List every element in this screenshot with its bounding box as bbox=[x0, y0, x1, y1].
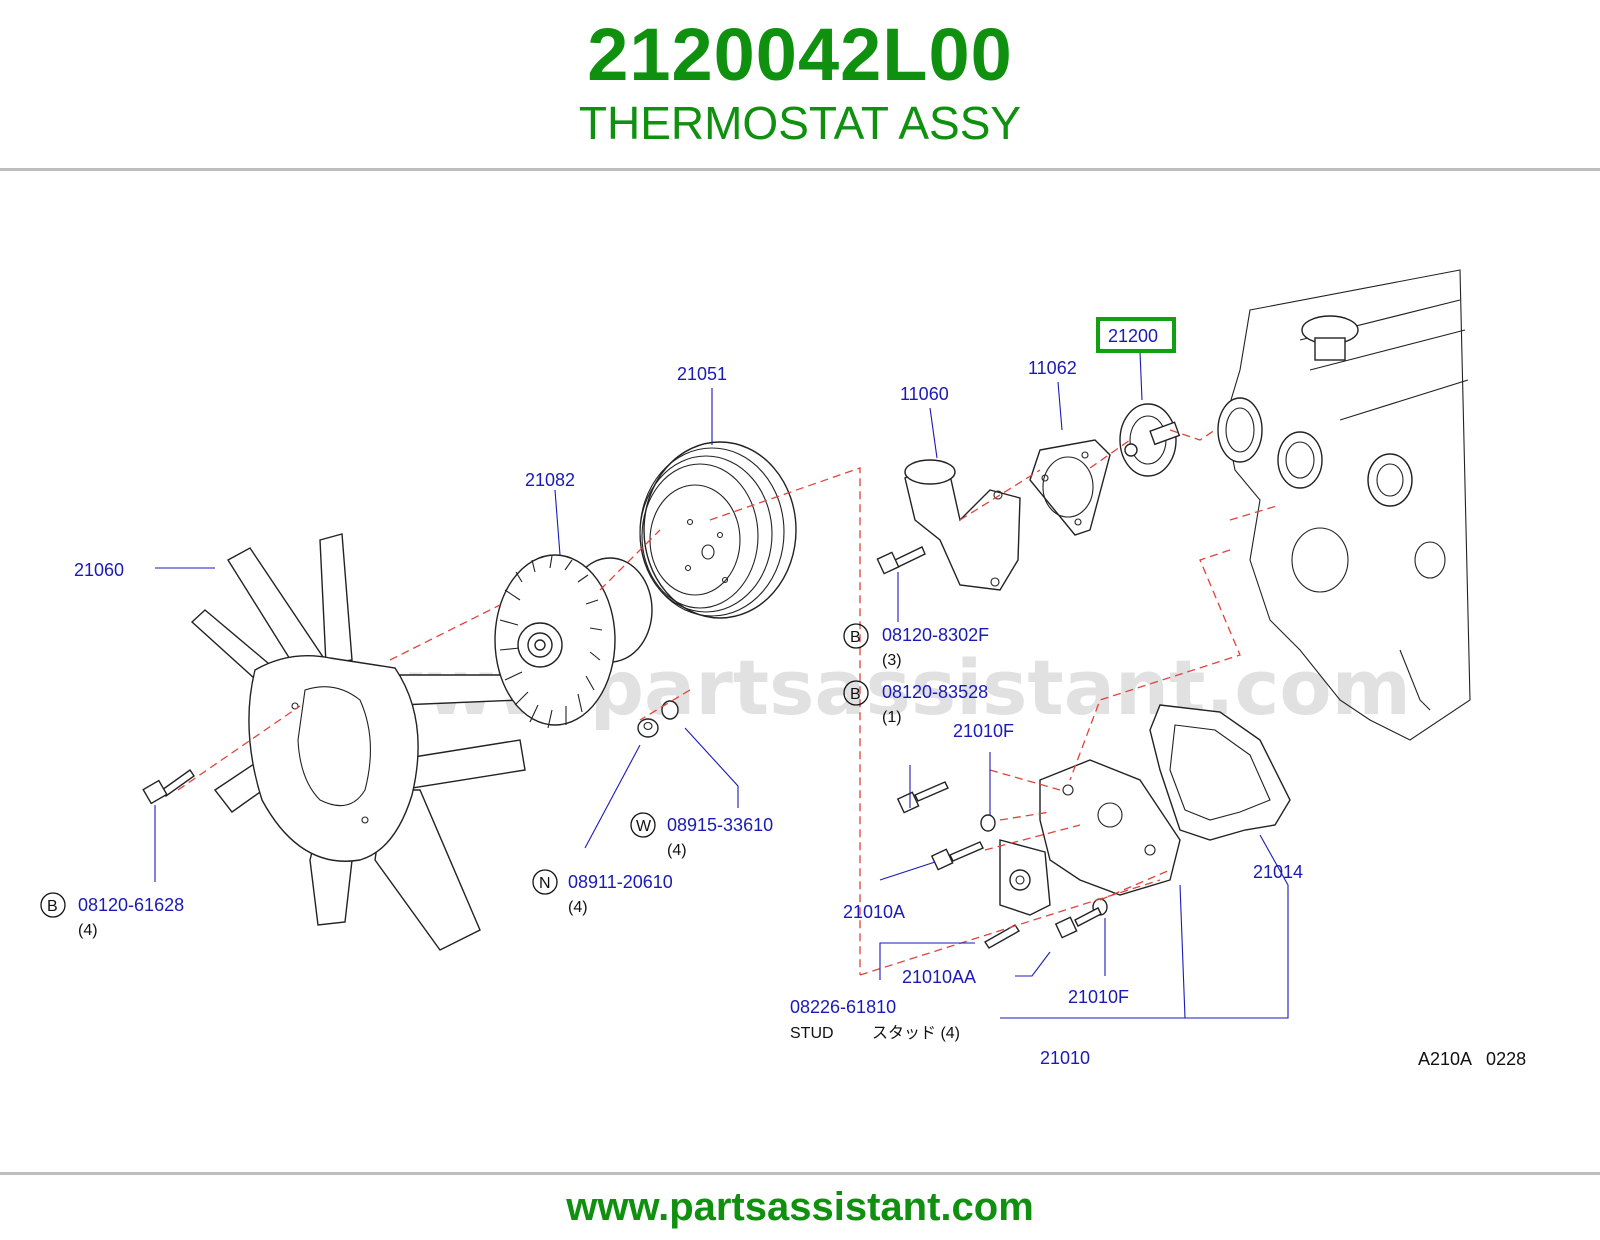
qty-08911-20610: (4) bbox=[568, 899, 588, 916]
circle-badge-b-3 bbox=[843, 680, 869, 706]
callout-21010A[interactable]: 21010A bbox=[843, 902, 905, 922]
circle-badge-b-2 bbox=[843, 623, 869, 649]
circle-letter-b-3: B bbox=[850, 686, 861, 703]
callout-21010F-lower[interactable]: 21010F bbox=[1068, 987, 1129, 1007]
circle-letter-b-2: B bbox=[850, 629, 861, 646]
water-pump-gasket-21014[interactable] bbox=[1149, 704, 1291, 841]
callout-21010AA[interactable]: 21010AA bbox=[902, 967, 976, 987]
callout-21010[interactable]: 21010 bbox=[1040, 1048, 1090, 1068]
gasket-11062[interactable] bbox=[1029, 439, 1111, 536]
engine-block bbox=[1217, 269, 1471, 741]
qty-08120-83528: (1) bbox=[882, 709, 902, 726]
bolt-08120-83528[interactable] bbox=[896, 781, 949, 814]
diagram-code: A210A 0228 bbox=[1418, 1049, 1526, 1069]
circle-badge-w bbox=[630, 812, 656, 838]
callout-21082[interactable]: 21082 bbox=[525, 470, 575, 490]
bolt-08120-61628[interactable] bbox=[142, 769, 195, 805]
leader-lines bbox=[154, 351, 1289, 1019]
callout-08120-83528[interactable]: 08120-83528 bbox=[882, 682, 988, 702]
circle-letter-w: W bbox=[636, 818, 652, 835]
callout-11060[interactable]: 11060 bbox=[900, 384, 949, 404]
qty-08120-8302F: (3) bbox=[882, 652, 902, 669]
header: 2120042L00 THERMOSTAT ASSY bbox=[0, 0, 1600, 170]
qty-08120-61628: (4) bbox=[78, 922, 98, 939]
lock-washer-08915-33610[interactable] bbox=[661, 700, 679, 720]
washer-21010F-upper[interactable] bbox=[980, 814, 996, 832]
bolt-08120-8302F[interactable] bbox=[876, 546, 926, 575]
callout-08915-33610[interactable]: 08915-33610 bbox=[667, 815, 773, 835]
circle-letter-n: N bbox=[539, 875, 551, 892]
thermostat-21200[interactable] bbox=[1119, 403, 1181, 477]
circle-badge-n bbox=[532, 869, 558, 895]
callout-21010F-upper[interactable]: 21010F bbox=[953, 721, 1014, 741]
fan-blade-assembly[interactable] bbox=[190, 533, 526, 951]
water-pump-pulley[interactable] bbox=[639, 441, 797, 619]
callout-21051[interactable]: 21051 bbox=[677, 364, 727, 384]
fan-coupling[interactable] bbox=[494, 554, 653, 729]
footer-divider bbox=[0, 1172, 1600, 1175]
footer-website-link[interactable]: www.partsassistant.com bbox=[566, 1185, 1034, 1229]
bolt-21010A[interactable] bbox=[930, 841, 984, 871]
header-divider bbox=[0, 168, 1600, 171]
callout-21060[interactable]: 21060 bbox=[74, 560, 124, 580]
circle-letter-b: B bbox=[47, 898, 58, 915]
callout-21014[interactable]: 21014 bbox=[1253, 862, 1303, 882]
highlight-box-21200 bbox=[1096, 317, 1176, 353]
stud-label-jp: スタッド (4) bbox=[872, 1024, 960, 1042]
callout-08120-61628[interactable]: 08120-61628 bbox=[78, 895, 184, 915]
callout-21200[interactable]: 21200 bbox=[1108, 326, 1158, 346]
callout-08120-8302F[interactable]: 08120-8302F bbox=[882, 625, 989, 645]
callout-08226-61810[interactable]: 08226-61810 bbox=[790, 997, 896, 1017]
stud-label-en: STUD bbox=[790, 1025, 834, 1042]
callout-08911-20610[interactable]: 08911-20610 bbox=[568, 872, 673, 892]
bolt-21010AA[interactable] bbox=[1054, 907, 1102, 939]
water-pump-21010[interactable] bbox=[999, 759, 1181, 916]
part-number-title: 2120042L00 bbox=[587, 13, 1013, 96]
qty-08915-33610: (4) bbox=[667, 842, 687, 859]
part-description: THERMOSTAT ASSY bbox=[578, 97, 1022, 149]
nut-08911-20610[interactable] bbox=[637, 718, 659, 738]
callout-11062[interactable]: 11062 bbox=[1028, 358, 1077, 378]
circle-badge-b bbox=[40, 892, 66, 918]
water-inlet-11060[interactable] bbox=[904, 459, 1021, 591]
alignment-lines bbox=[177, 429, 1281, 976]
stud-08226-61810[interactable] bbox=[984, 924, 1020, 949]
